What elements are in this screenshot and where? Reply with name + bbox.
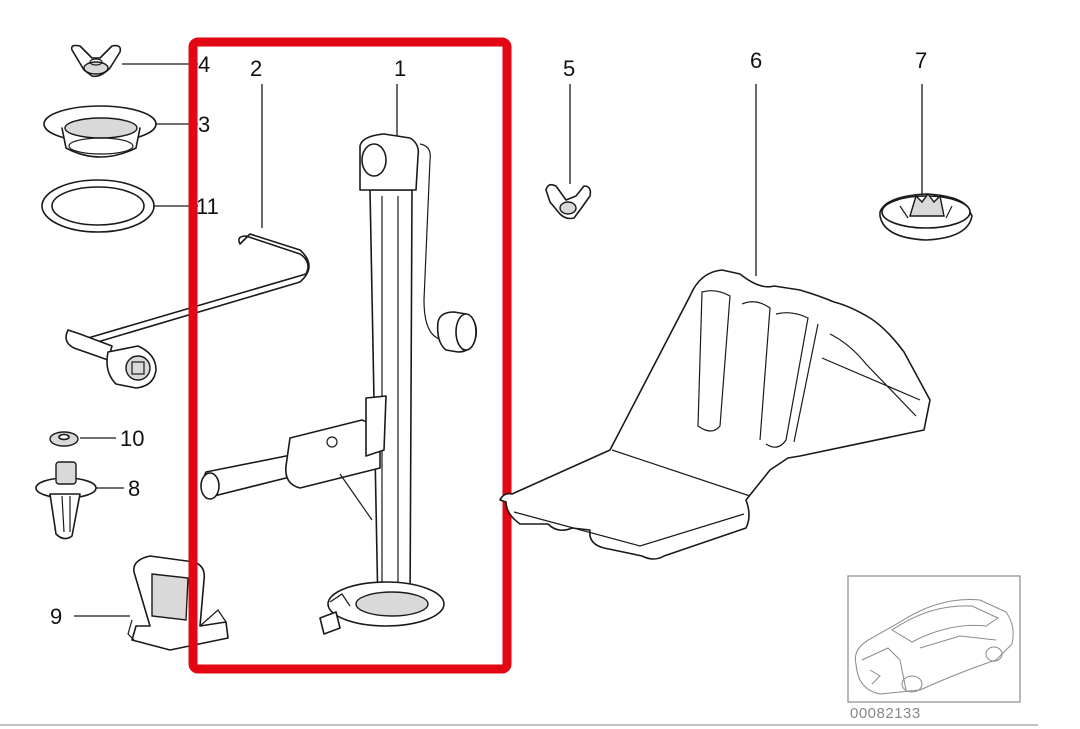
wheel-brace-icon[interactable] bbox=[65, 233, 310, 389]
callout-11[interactable]: 11 bbox=[196, 194, 219, 219]
washer-icon[interactable] bbox=[49, 431, 79, 447]
callout-6[interactable]: 6 bbox=[750, 48, 762, 73]
highlight-frame bbox=[188, 37, 512, 674]
car-jack-icon[interactable] bbox=[200, 133, 478, 635]
sealing-ring-icon[interactable] bbox=[41, 179, 155, 233]
callout-9[interactable]: 9 bbox=[50, 604, 62, 629]
expanding-rivet-icon[interactable] bbox=[35, 461, 97, 540]
vehicle-thumbnail[interactable] bbox=[847, 575, 1021, 703]
wing-nut-icon[interactable] bbox=[545, 183, 592, 220]
catalog-number: 00082133 bbox=[850, 705, 921, 722]
callout-1[interactable]: 1 bbox=[394, 56, 406, 81]
callout-10[interactable]: 10 bbox=[120, 426, 144, 451]
callout-2[interactable]: 2 bbox=[250, 56, 262, 81]
jack-holder-icon[interactable] bbox=[499, 269, 931, 560]
wing-nut-icon[interactable] bbox=[70, 44, 122, 78]
callout-5[interactable]: 5 bbox=[563, 56, 575, 81]
grommet-icon[interactable] bbox=[43, 105, 157, 158]
retaining-clip-icon[interactable] bbox=[127, 555, 229, 651]
callout-3[interactable]: 3 bbox=[198, 112, 210, 137]
callout-7[interactable]: 7 bbox=[915, 48, 927, 73]
plug-cap-icon[interactable] bbox=[879, 192, 973, 241]
callout-4[interactable]: 4 bbox=[198, 52, 210, 77]
callout-8[interactable]: 8 bbox=[128, 476, 140, 501]
car-location-icon bbox=[854, 599, 1014, 695]
